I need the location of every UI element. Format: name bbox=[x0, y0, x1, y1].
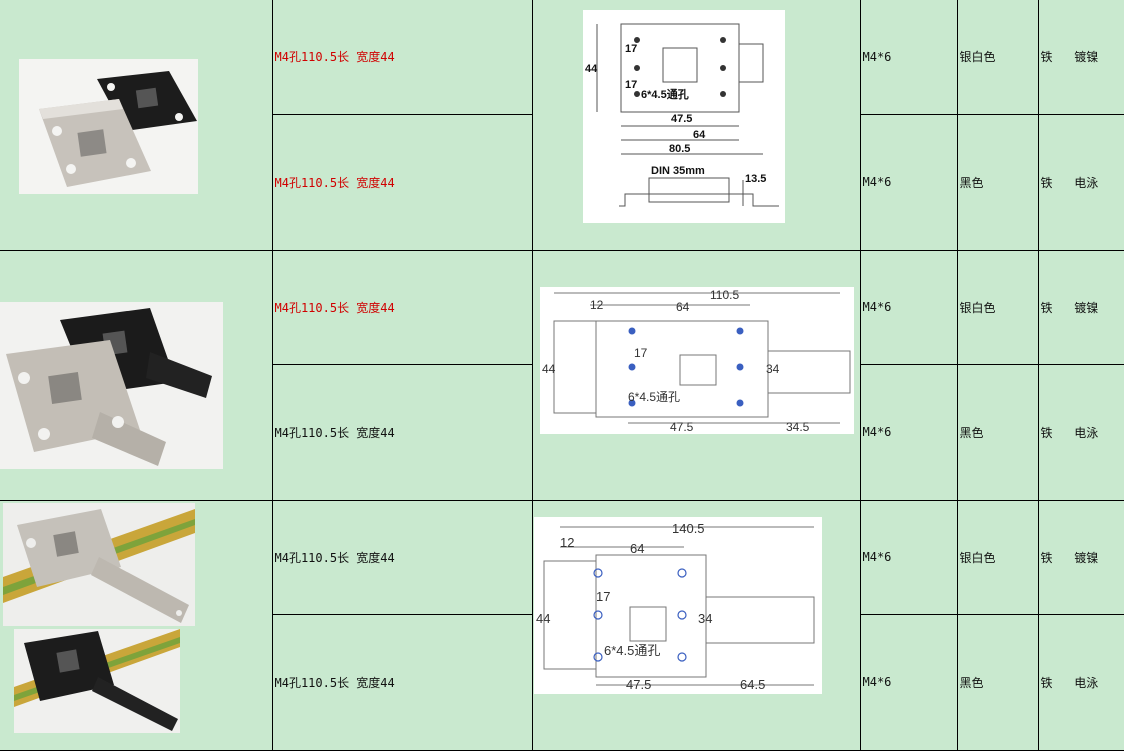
table-row: M4孔110.5长 宽度44 bbox=[0, 249, 1124, 501]
screw-cell: M4*6 bbox=[859, 0, 958, 115]
dim-mid-width: 64 bbox=[693, 129, 706, 141]
product-photo-black-on-rail bbox=[14, 628, 180, 733]
material-finish-cell: 铁 电泳 bbox=[1037, 113, 1124, 251]
finish-text: 镀镍 bbox=[1074, 50, 1099, 65]
table-row: M4孔110.5长 宽度44 M4*6 黑色 铁 电泳 bbox=[0, 613, 1124, 751]
product-photo-cell bbox=[0, 499, 273, 751]
product-photo-silver-on-rail bbox=[3, 502, 195, 626]
finish-text: 镀镍 bbox=[1074, 550, 1099, 565]
dim-hole-pitch: 17 bbox=[634, 346, 648, 360]
color-cell: 银白色 bbox=[956, 249, 1039, 365]
dim-hole-note: 6*4.5通孔 bbox=[604, 643, 660, 658]
table-row: M4孔110.5长 宽度44 bbox=[0, 0, 1124, 251]
spec-cell: M4孔110.5长 宽度44 bbox=[271, 249, 533, 365]
table-row: M4孔110.5长 宽度44 M4*6 黑色 铁 电泳 bbox=[0, 113, 1124, 251]
screw-cell: M4*6 bbox=[859, 499, 958, 615]
dim-rail-height: 13.5 bbox=[745, 173, 766, 185]
finish-text: 电泳 bbox=[1074, 175, 1099, 190]
dim-inner-width: 47.5 bbox=[670, 420, 694, 434]
screw-cell: M4*6 bbox=[859, 249, 958, 365]
spec-cell: M4孔110.5长 宽度44 bbox=[272, 613, 533, 751]
color-cell: 黑色 bbox=[956, 613, 1039, 751]
dimension-drawing-2: 110.5 12 64 44 17 34 6*4.5通孔 47.5 34.5 bbox=[539, 286, 854, 434]
dim-hole-note: 6*4.5通孔 bbox=[628, 390, 680, 404]
dim-hole-note: 6*4.5通孔 bbox=[641, 88, 689, 101]
color-cell: 银白色 bbox=[956, 0, 1039, 115]
dim-height: 44 bbox=[542, 362, 556, 376]
material-text: 铁 bbox=[1040, 425, 1053, 440]
spec-cell: M4孔110.5长 宽度44 bbox=[271, 499, 533, 615]
material-finish-cell: 铁 电泳 bbox=[1037, 613, 1124, 751]
dimension-drawing-1: 44 17 17 6*4.5通孔 47.5 64 80.5 DIN 35mm 1… bbox=[582, 10, 785, 223]
dim-arm-length: 34.5 bbox=[786, 420, 810, 434]
dim-total-width: 80.5 bbox=[669, 143, 690, 155]
dim-hole-pitch-a: 17 bbox=[625, 43, 637, 55]
color-cell: 银白色 bbox=[956, 499, 1039, 615]
table-row: M4孔110.5长 宽度44 bbox=[0, 499, 1124, 751]
dim-right-height: 34 bbox=[766, 362, 780, 376]
color-cell: 黑色 bbox=[956, 113, 1039, 251]
material-finish-cell: 铁 镀镍 bbox=[1037, 249, 1124, 365]
dim-right-height: 34 bbox=[698, 611, 712, 626]
material-finish-cell: 铁 镀镍 bbox=[1037, 0, 1124, 115]
dim-height: 44 bbox=[536, 611, 550, 626]
finish-text: 镀镍 bbox=[1074, 300, 1099, 315]
material-text: 铁 bbox=[1040, 550, 1053, 565]
screw-cell: M4*6 bbox=[859, 613, 958, 751]
product-photo-cell bbox=[0, 0, 273, 251]
material-finish-cell: 铁 镀镍 bbox=[1037, 499, 1124, 615]
material-text: 铁 bbox=[1040, 50, 1053, 65]
dim-mid-width: 64 bbox=[630, 541, 644, 556]
material-text: 铁 bbox=[1040, 175, 1053, 190]
screw-cell: M4*6 bbox=[859, 363, 958, 501]
finish-text: 电泳 bbox=[1074, 675, 1099, 690]
color-cell: 黑色 bbox=[956, 363, 1039, 501]
dim-inner-width: 47.5 bbox=[626, 677, 651, 692]
dim-height: 44 bbox=[585, 63, 598, 75]
material-text: 铁 bbox=[1040, 675, 1053, 690]
product-photo-single-bracket bbox=[19, 59, 198, 194]
drawing-cell: 110.5 12 64 44 17 34 6*4.5通孔 47.5 34.5 bbox=[531, 249, 861, 501]
dimension-drawing-3: 140.5 12 64 44 17 34 6*4.5通孔 47.5 64.5 bbox=[533, 516, 822, 694]
drawing-cell: 44 17 17 6*4.5通孔 47.5 64 80.5 DIN 35mm 1… bbox=[531, 0, 861, 251]
product-photo-bracket-with-arm bbox=[0, 301, 223, 469]
dim-hole-pitch: 17 bbox=[596, 589, 610, 604]
dim-total-length: 110.5 bbox=[710, 288, 739, 302]
drawing-cell: 140.5 12 64 44 17 34 6*4.5通孔 47.5 64.5 bbox=[531, 499, 861, 751]
dim-offset: 12 bbox=[590, 298, 604, 312]
dim-inner-width: 47.5 bbox=[671, 113, 692, 125]
spec-cell: M4孔110.5长 宽度44 bbox=[272, 363, 533, 501]
dim-arm-length: 64.5 bbox=[740, 677, 765, 692]
dim-rail-label: DIN 35mm bbox=[651, 165, 705, 177]
screw-cell: M4*6 bbox=[859, 113, 958, 251]
dim-offset: 12 bbox=[560, 535, 574, 550]
product-photo-cell bbox=[0, 249, 273, 501]
spec-cell: M4孔110.5长 宽度44 bbox=[271, 0, 533, 115]
material-finish-cell: 铁 电泳 bbox=[1037, 363, 1124, 501]
table-row: M4孔110.5长 宽度44 M4*6 黑色 铁 电泳 bbox=[0, 363, 1124, 501]
dim-mid-width: 64 bbox=[676, 300, 690, 314]
finish-text: 电泳 bbox=[1074, 425, 1099, 440]
dim-total-length: 140.5 bbox=[672, 521, 705, 536]
material-text: 铁 bbox=[1040, 300, 1053, 315]
spec-cell: M4孔110.5长 宽度44 bbox=[272, 113, 533, 251]
dim-hole-pitch-b: 17 bbox=[625, 79, 637, 91]
